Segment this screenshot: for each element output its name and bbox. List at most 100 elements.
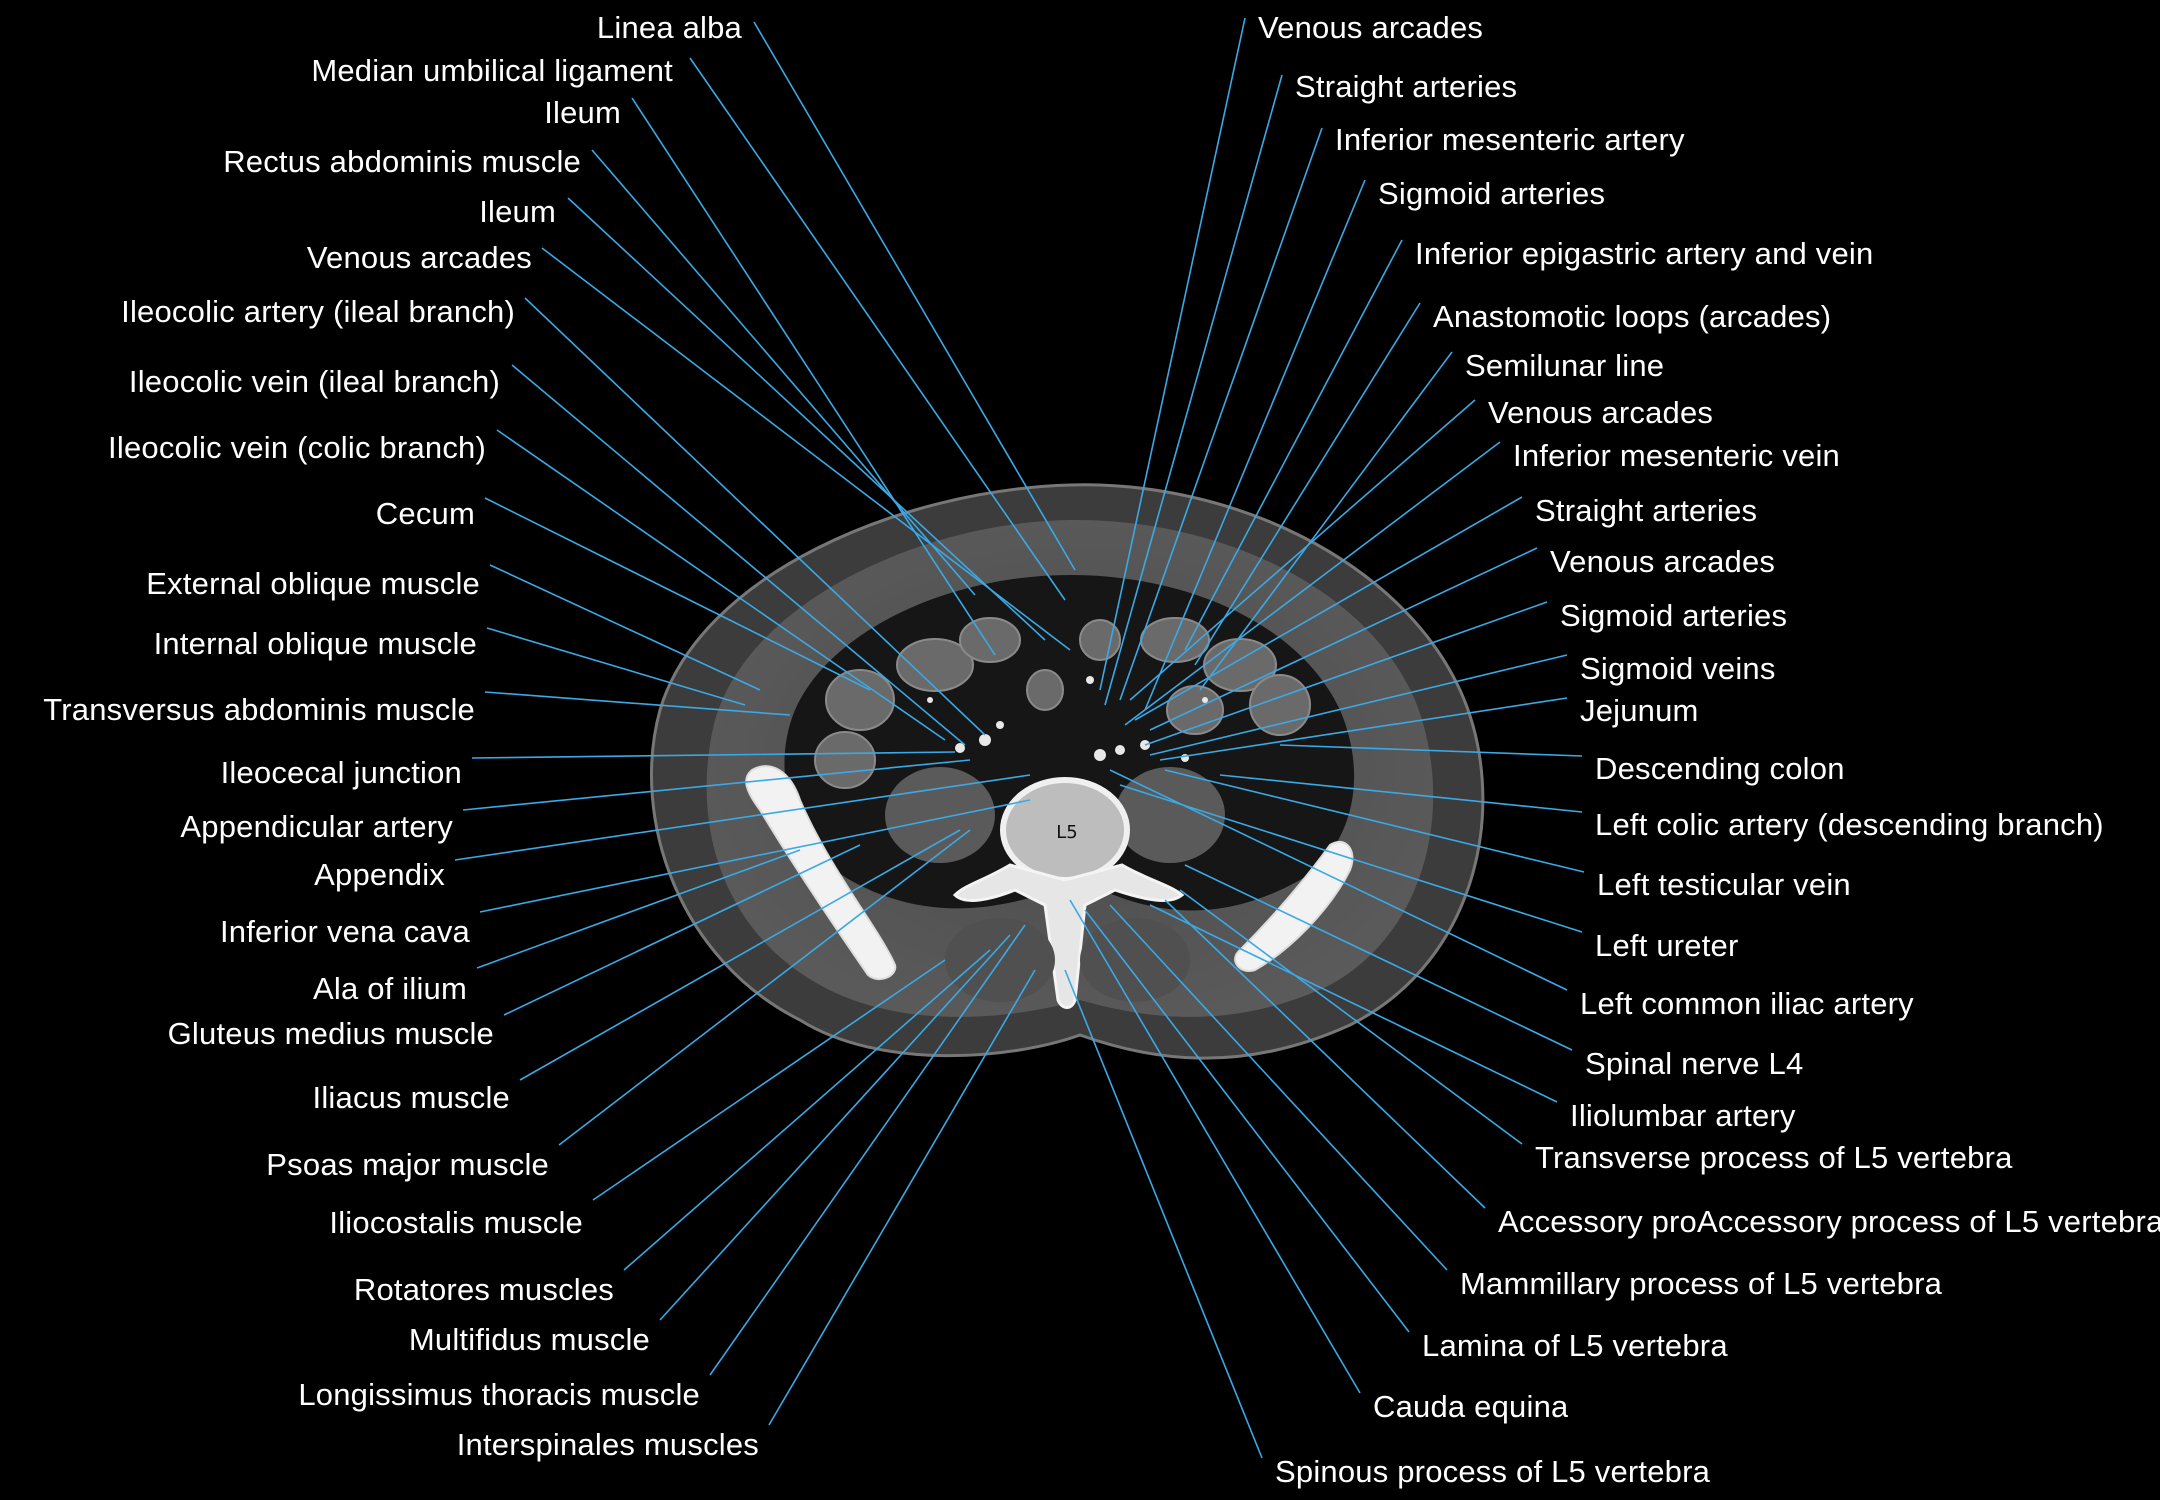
label-right-4: Inferior epigastric artery and vein	[1415, 236, 1874, 271]
leader-right-5	[1194, 302, 1421, 666]
label-right-9: Straight arteries	[1535, 493, 1758, 528]
leader-left-25	[768, 969, 1036, 1426]
label-left-3: Rectus abdominis muscle	[223, 144, 581, 179]
psoas-left	[885, 767, 995, 863]
leader-left-4	[567, 197, 1046, 641]
label-left-0: Linea alba	[596, 10, 742, 45]
label-right-25: Cauda equina	[1373, 1389, 1569, 1424]
label-left-17: Ala of ilium	[312, 971, 467, 1006]
label-left-22: Rotatores muscles	[353, 1272, 614, 1307]
psoas-right	[1115, 767, 1225, 863]
label-left-9: Cecum	[375, 496, 475, 531]
leader-right-20	[1149, 904, 1558, 1103]
label-right-16: Left testicular vein	[1597, 867, 1851, 902]
leader-right-3	[1144, 179, 1366, 711]
leader-left-8	[496, 429, 946, 741]
label-right-2: Inferior mesenteric artery	[1335, 122, 1685, 157]
label-right-1: Straight arteries	[1295, 69, 1518, 104]
leader-left-0	[753, 21, 1076, 571]
leader-left-13	[471, 751, 956, 759]
leader-left-7	[511, 364, 966, 746]
leader-right-23	[1109, 904, 1448, 1271]
label-right-17: Left ureter	[1595, 928, 1739, 963]
label-right-10: Venous arcades	[1550, 544, 1776, 579]
leader-right-14	[1279, 744, 1583, 757]
leader-right-2	[1119, 127, 1323, 701]
label-right-18: Left common iliac artery	[1580, 986, 1914, 1021]
leader-left-14	[462, 759, 971, 811]
leader-left-18	[503, 844, 861, 1016]
leader-right-0	[1099, 17, 1246, 691]
leader-right-16	[1164, 769, 1585, 873]
label-left-19: Iliacus muscle	[312, 1080, 510, 1115]
leader-left-19	[519, 829, 961, 1081]
label-left-25: Interspinales muscles	[456, 1427, 759, 1462]
label-left-12: Transversus abdominis muscle	[43, 692, 475, 727]
label-left-6: Ileocolic artery (ileal branch)	[121, 294, 515, 329]
leader-right-18	[1109, 769, 1568, 991]
leader-left-24	[709, 924, 1026, 1376]
ilium-right	[1234, 840, 1354, 972]
label-left-4: Ileum	[479, 194, 556, 229]
label-left-23: Multifidus muscle	[408, 1322, 650, 1357]
label-left-21: Iliocostalis muscle	[329, 1205, 583, 1240]
leader-right-11	[1144, 601, 1548, 746]
label-right-22: Accessory proAccessory process of L5 ver…	[1498, 1204, 2160, 1239]
leader-left-10	[489, 564, 761, 691]
leader-right-26	[1064, 969, 1263, 1459]
leader-right-21	[1179, 889, 1523, 1145]
leader-left-2	[631, 97, 996, 656]
label-right-19: Spinal nerve L4	[1585, 1046, 1804, 1081]
label-right-13: Jejunum	[1580, 693, 1699, 728]
l5-posterior-elements	[952, 863, 1185, 1009]
leader-right-8	[1124, 441, 1501, 726]
label-right-26: Spinous process of L5 vertebra	[1275, 1454, 1711, 1489]
label-right-6: Semilunar line	[1465, 348, 1665, 383]
label-right-21: Transverse process of L5 vertebra	[1535, 1140, 2013, 1175]
label-left-11: Internal oblique muscle	[153, 626, 477, 661]
contrast-vessels	[927, 676, 1208, 762]
label-right-8: Inferior mesenteric vein	[1513, 438, 1840, 473]
label-right-20: Iliolumbar artery	[1570, 1098, 1796, 1133]
leader-right-1	[1104, 74, 1283, 706]
label-left-14: Appendicular artery	[180, 809, 453, 844]
label-right-12: Sigmoid veins	[1580, 651, 1776, 686]
ilium-left	[745, 765, 897, 981]
leader-left-20	[558, 829, 971, 1146]
leader-right-12	[1149, 654, 1568, 756]
leader-left-1	[689, 57, 1066, 601]
label-right-23: Mammillary process of L5 vertebra	[1460, 1266, 1943, 1301]
leader-left-23	[659, 934, 1011, 1321]
leader-left-22	[623, 949, 991, 1271]
leader-left-6	[524, 297, 986, 736]
label-right-14: Descending colon	[1595, 751, 1845, 786]
leader-right-24	[1084, 909, 1410, 1333]
leader-left-9	[484, 497, 871, 691]
leader-right-25	[1069, 899, 1361, 1394]
leader-left-5	[541, 247, 1071, 651]
leader-right-4	[1184, 239, 1403, 651]
leader-right-15	[1219, 774, 1583, 813]
label-left-2: Ileum	[544, 95, 621, 130]
leader-right-10	[1149, 547, 1538, 731]
label-right-5: Anastomotic loops (arcades)	[1433, 299, 1832, 334]
label-left-18: Gluteus medius muscle	[167, 1016, 494, 1051]
leader-left-17	[476, 849, 801, 969]
label-left-1: Median umbilical ligament	[311, 53, 673, 88]
leader-lines	[454, 17, 1585, 1459]
leader-left-11	[486, 627, 746, 706]
label-right-11: Sigmoid arteries	[1560, 598, 1788, 633]
leader-left-12	[484, 691, 791, 716]
label-left-8: Ileocolic vein (colic branch)	[108, 430, 486, 465]
leader-right-19	[1184, 864, 1573, 1051]
vertebra-label: L5	[1056, 822, 1077, 843]
leader-left-16	[479, 799, 1031, 913]
leader-right-17	[1119, 784, 1583, 933]
label-left-5: Venous arcades	[306, 240, 532, 275]
leader-right-7	[1129, 399, 1476, 701]
leader-left-3	[591, 149, 976, 596]
leader-left-15	[454, 774, 1031, 861]
leader-left-21	[592, 959, 946, 1201]
